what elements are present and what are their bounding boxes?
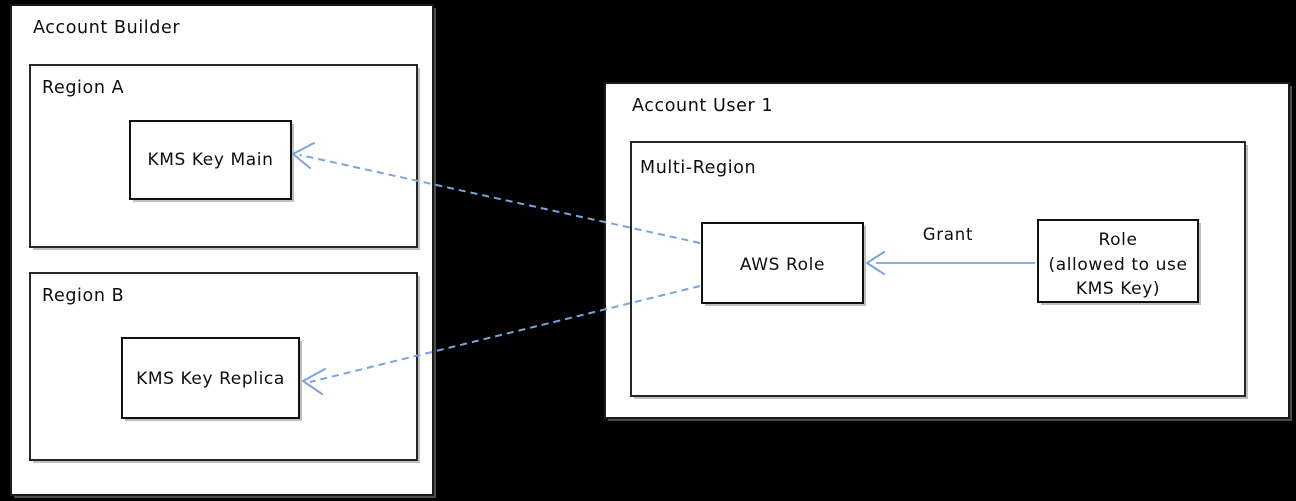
connection-aws-role-to-kms-key-main-line <box>299 154 701 244</box>
node-aws-role[interactable]: AWS Role <box>701 222 866 306</box>
panel-account-user-1: Account User 1 Multi-Region AWS Role Rol… <box>604 82 1292 421</box>
group-multi-region-label: Multi-Region <box>640 158 756 178</box>
node-kms-key-main-frame[interactable] <box>129 120 292 200</box>
node-granted-role[interactable]: Role (allowed to use KMS Key) <box>1037 219 1201 305</box>
node-kms-key-replica-label: KMS Key Replica <box>136 369 285 389</box>
connection-aws-role-to-kms-key-main-arrowhead <box>292 142 315 169</box>
panel-account-builder-label: Account Builder <box>33 18 180 38</box>
connection-aws-role-to-kms-key-replica <box>302 285 701 395</box>
node-granted-role-label-line3: KMS Key) <box>1076 279 1160 299</box>
connection-aws-role-to-kms-key-main <box>292 142 701 244</box>
node-granted-role-frame[interactable] <box>1037 219 1199 303</box>
connection-grant-label: Grant <box>923 225 974 244</box>
node-aws-role-frame[interactable] <box>701 222 864 304</box>
node-kms-key-main[interactable]: KMS Key Main <box>129 120 294 202</box>
panel-account-builder: Account Builder Region A KMS Key Main Re… <box>10 4 436 498</box>
node-kms-key-replica-frame[interactable] <box>121 337 300 419</box>
group-region-b-label: Region B <box>42 286 124 306</box>
node-kms-key-replica[interactable]: KMS Key Replica <box>121 337 302 421</box>
node-granted-role-label-line1: Role <box>1098 230 1137 250</box>
node-granted-role-label-line2: (allowed to use <box>1048 255 1187 275</box>
group-region-b: Region B KMS Key Replica <box>29 272 420 463</box>
group-multi-region: Multi-Region AWS Role Role (allowed to u… <box>630 141 1248 399</box>
group-region-a-label: Region A <box>42 78 124 98</box>
panel-account-user-1-label: Account User 1 <box>632 96 773 116</box>
connection-granted-role-to-aws-role-arrowhead <box>866 251 885 275</box>
connection-aws-role-to-kms-key-replica-arrowhead <box>302 368 326 395</box>
node-kms-key-main-label: KMS Key Main <box>147 150 273 170</box>
node-aws-role-label: AWS Role <box>740 255 825 275</box>
connection-aws-role-to-kms-key-replica-line <box>309 285 701 383</box>
group-region-a: Region A KMS Key Main <box>29 64 420 250</box>
connection-granted-role-to-aws-role: Grant <box>866 225 1035 275</box>
